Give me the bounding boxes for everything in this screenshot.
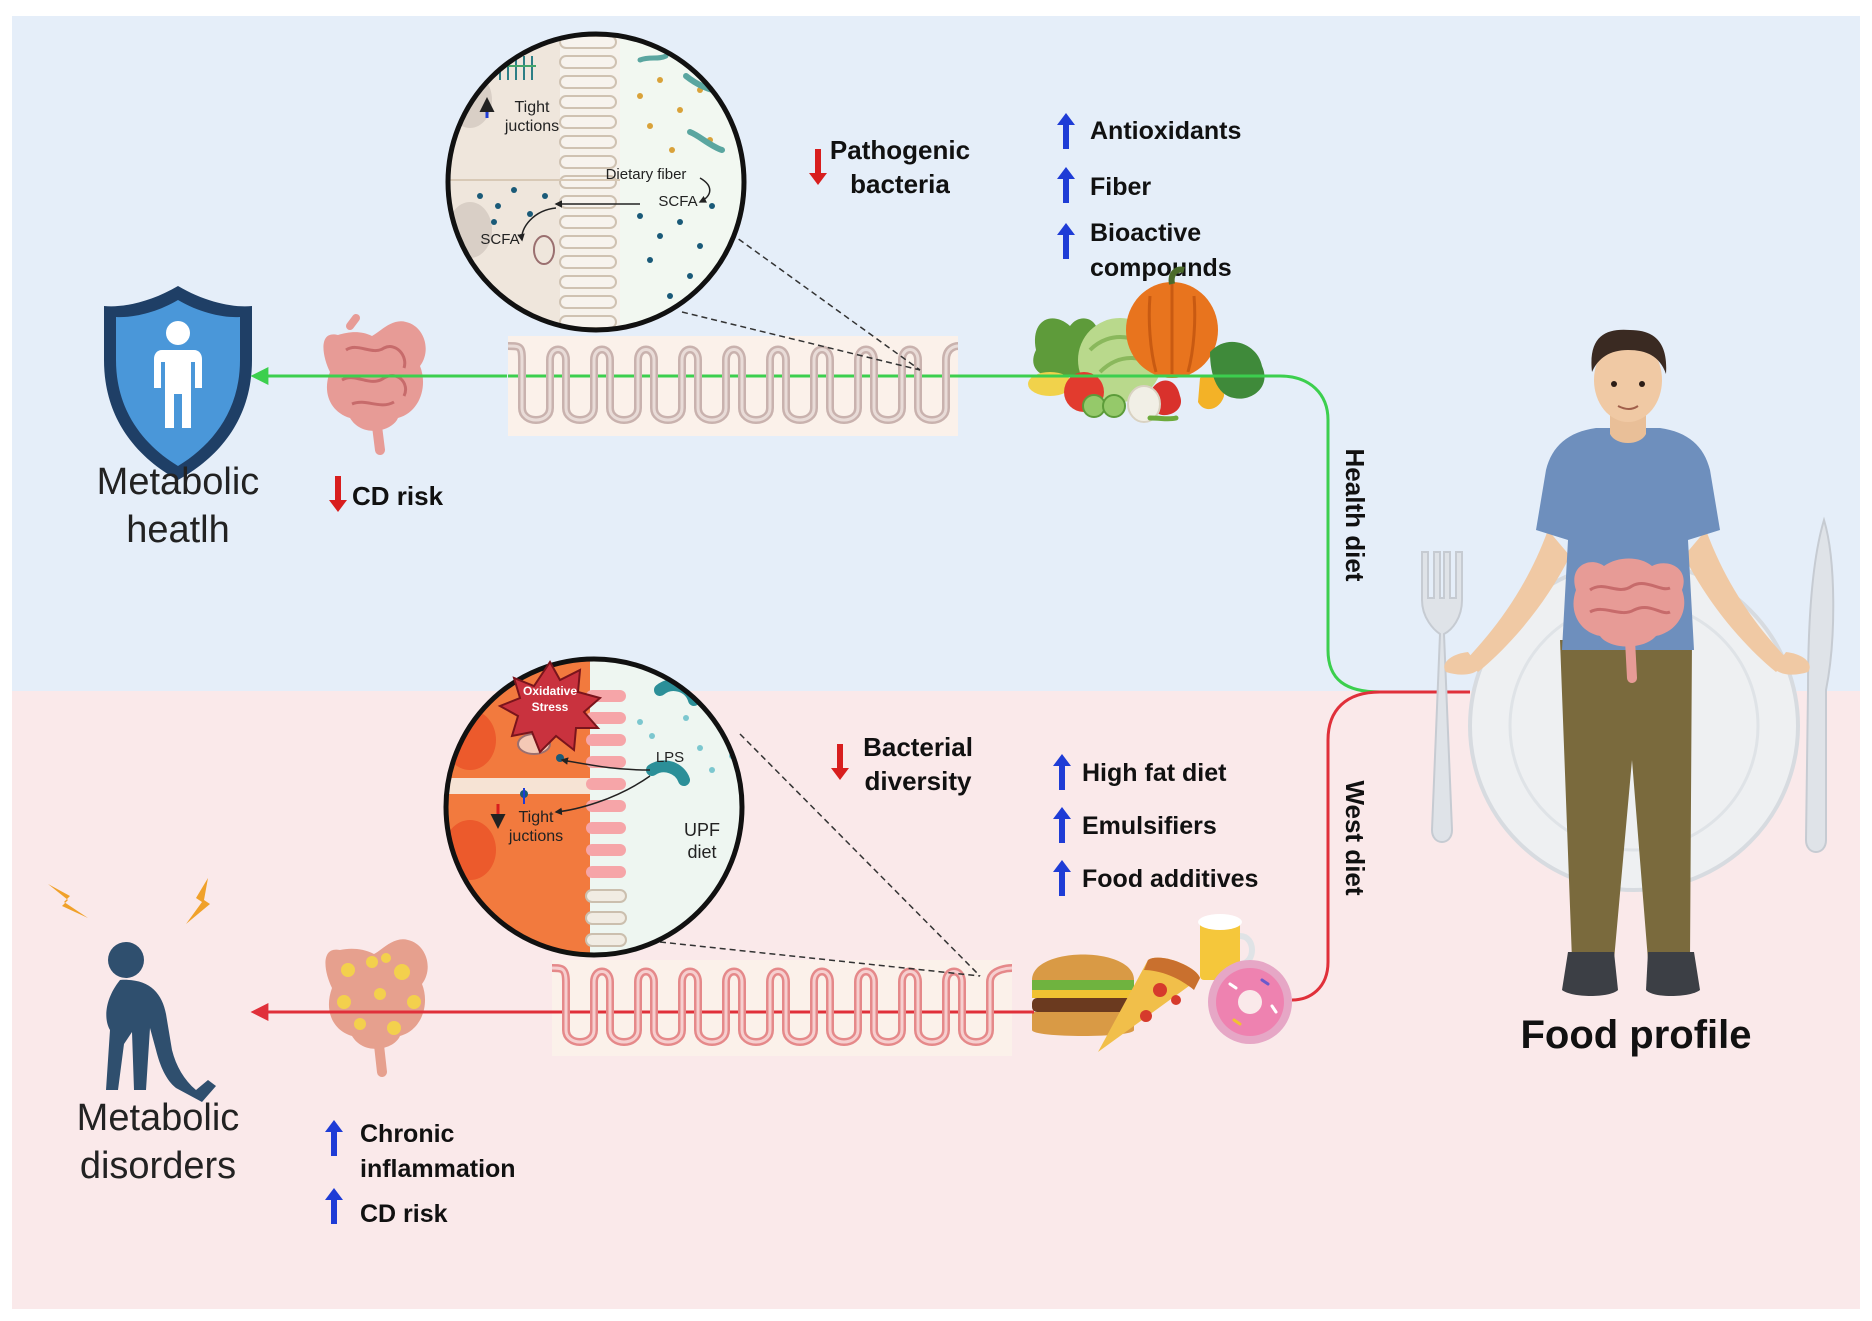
junk-food-illustration bbox=[1032, 914, 1292, 1052]
tight-junctions-label-line1: Tight bbox=[515, 99, 551, 116]
oxidative-stress-label-line1: Oxidative bbox=[523, 684, 577, 698]
nutrient-fiber: Fiber bbox=[1090, 173, 1151, 201]
effect-chronic-inflammation-line1: Chronic bbox=[360, 1120, 455, 1148]
upf-diet-label-line2: diet bbox=[687, 842, 716, 862]
fork-icon bbox=[1421, 551, 1463, 843]
bacterial-diversity-label-line1: Bacterial bbox=[863, 732, 973, 762]
dietary-fiber-label: Dietary fiber bbox=[606, 166, 687, 183]
vegetables-illustration bbox=[1028, 266, 1265, 423]
metabolic-disorders-label-line1: Metabolic bbox=[77, 1097, 240, 1139]
metabolic-health-label-line2: heatlh bbox=[126, 509, 230, 551]
zoom-line bbox=[681, 311, 921, 371]
inflamed-intestine-icon bbox=[325, 939, 428, 1077]
west-diet-label: West diet bbox=[1340, 780, 1370, 895]
person-figure bbox=[1444, 329, 1810, 996]
lps-label: LPS bbox=[656, 749, 684, 766]
oxidative-stress-label-line2: Stress bbox=[532, 700, 569, 714]
upf-diet-label-line1: UPF bbox=[684, 820, 720, 840]
metabolic-disorders-label-line2: disorders bbox=[80, 1145, 236, 1187]
nutrient-bioactive-line2: compounds bbox=[1090, 254, 1232, 282]
shield-person-icon bbox=[104, 286, 252, 480]
effect-chronic-inflammation-line2: inflammation bbox=[360, 1155, 516, 1183]
scfa-label-cell: SCFA bbox=[480, 231, 519, 248]
nutrient-bioactive-line1: Bioactive bbox=[1090, 219, 1201, 247]
health-diet-label: Health diet bbox=[1340, 449, 1370, 582]
zoom-line bbox=[689, 203, 921, 371]
component-emulsifiers: Emulsifiers bbox=[1082, 812, 1217, 840]
pathogenic-bacteria-label-line2: bacteria bbox=[850, 169, 950, 199]
zoom-line bbox=[739, 733, 981, 977]
bacterial-diversity-label-line2: diversity bbox=[865, 766, 972, 796]
component-food-additives: Food additives bbox=[1082, 865, 1258, 893]
scfa-label-lumen: SCFA bbox=[658, 193, 697, 210]
metabolic-health-label-line1: Metabolic bbox=[97, 461, 260, 503]
knife-icon bbox=[1804, 516, 1835, 853]
nutrient-antioxidants: Antioxidants bbox=[1090, 117, 1241, 145]
tight-junctions-label-line2: juctions bbox=[504, 118, 559, 135]
health-diet-connector bbox=[958, 374, 1470, 694]
oxidative-stress-icon bbox=[497, 660, 603, 754]
damaged-gut-lining bbox=[551, 960, 1013, 1056]
component-high-fat-diet: High fat diet bbox=[1082, 759, 1227, 787]
pathogenic-bacteria-label-line1: Pathogenic bbox=[830, 135, 970, 165]
tight-junctions-damaged-label-line1: Tight bbox=[519, 809, 555, 826]
healthy-gut-lining bbox=[507, 336, 959, 436]
cd-risk-reduced-label: CD risk bbox=[352, 481, 444, 511]
west-diet-connector bbox=[1291, 690, 1470, 1002]
person-in-pain-icon bbox=[48, 878, 216, 1102]
zoom-line bbox=[659, 941, 981, 977]
food-profile-label: Food profile bbox=[1520, 1013, 1751, 1057]
effect-cd-risk: CD risk bbox=[360, 1200, 448, 1228]
tight-junctions-damaged-label-line2: juctions bbox=[508, 828, 563, 845]
